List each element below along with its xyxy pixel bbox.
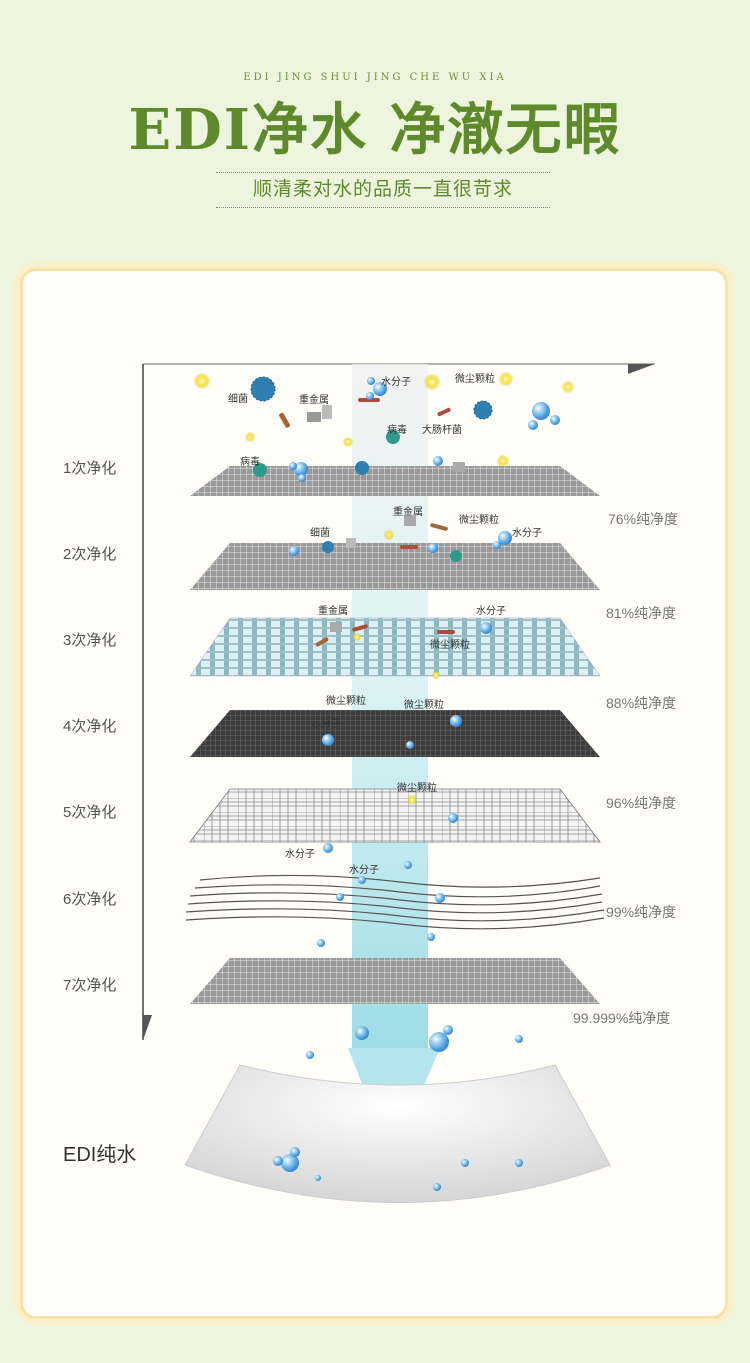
stage-label-3: 3次净化: [63, 632, 117, 649]
stage-label-1: 1次净化: [63, 460, 117, 477]
tag-water-molecule: 水分子: [311, 719, 341, 730]
tag-ecoli: 大肠杆菌: [422, 425, 462, 436]
tag-virus: 病毒: [240, 457, 260, 468]
water-molecules: [273, 377, 560, 1191]
tag-virus: 病毒: [387, 425, 407, 436]
tag-dust: 微尘颗粒: [459, 515, 499, 526]
filter-layer-1: [190, 466, 600, 496]
purity-label-3: 81%纯净度: [606, 605, 677, 621]
filter-layer-2: [190, 543, 600, 590]
tag-dust: 微尘颗粒: [326, 696, 366, 707]
tag-dust: 微尘颗粒: [455, 374, 495, 385]
water-beam: [352, 364, 428, 1048]
tag-bacteria: 细菌: [228, 394, 248, 405]
purity-label-7: 99.999%纯净度: [573, 1010, 671, 1026]
filter-layer-3: [189, 617, 601, 677]
dust-particles: [194, 372, 574, 805]
tag-dust: 微尘颗粒: [430, 640, 470, 651]
tag-water-molecule: 水分子: [476, 606, 506, 617]
page-title: EDI净水 净澈无暇: [128, 97, 622, 163]
result-label: EDI纯水: [63, 1144, 137, 1166]
tag-heavy-metal: 重金属: [318, 606, 348, 617]
filter-layer-6: [185, 874, 605, 930]
stage-label-6: 6次净化: [63, 891, 117, 908]
purity-label-5: 96%纯净度: [606, 795, 677, 811]
purity-label-6: 99%纯净度: [606, 904, 677, 920]
tag-water-molecule: 水分子: [285, 849, 315, 860]
purity-label-4: 88%纯净度: [606, 695, 677, 711]
tag-dust: 微尘颗粒: [397, 783, 437, 794]
filter-layer-5: [189, 788, 601, 843]
stage-label-7: 7次净化: [63, 977, 117, 994]
stage-label-5: 5次净化: [63, 804, 117, 821]
tag-dust: 微尘颗粒: [404, 700, 444, 711]
stage-label-4: 4次净化: [63, 718, 117, 735]
bacteria-particles: [250, 376, 493, 562]
tag-heavy-metal: 重金属: [393, 507, 423, 518]
subtitle-english: EDI JING SHUI JING CHE WU XIA: [243, 72, 507, 83]
tag-heavy-metal: 重金属: [299, 395, 329, 406]
heavy-metal-particles: [279, 398, 465, 647]
purity-label-2: 76%纯净度: [608, 511, 679, 527]
stage-label-2: 2次净化: [63, 546, 117, 563]
tag-water-molecule: 水分子: [349, 865, 379, 876]
tagline: 顺清柔对水的品质一直很苛求: [216, 172, 550, 208]
tag-bacteria: 细菌: [310, 528, 330, 539]
tag-water-molecule: 水分子: [381, 377, 411, 388]
filter-layer-4: [190, 710, 600, 757]
pure-water-bowl: [184, 1064, 611, 1203]
tag-water-molecule: 水分子: [512, 528, 542, 539]
filter-layer-7: [190, 958, 600, 1004]
